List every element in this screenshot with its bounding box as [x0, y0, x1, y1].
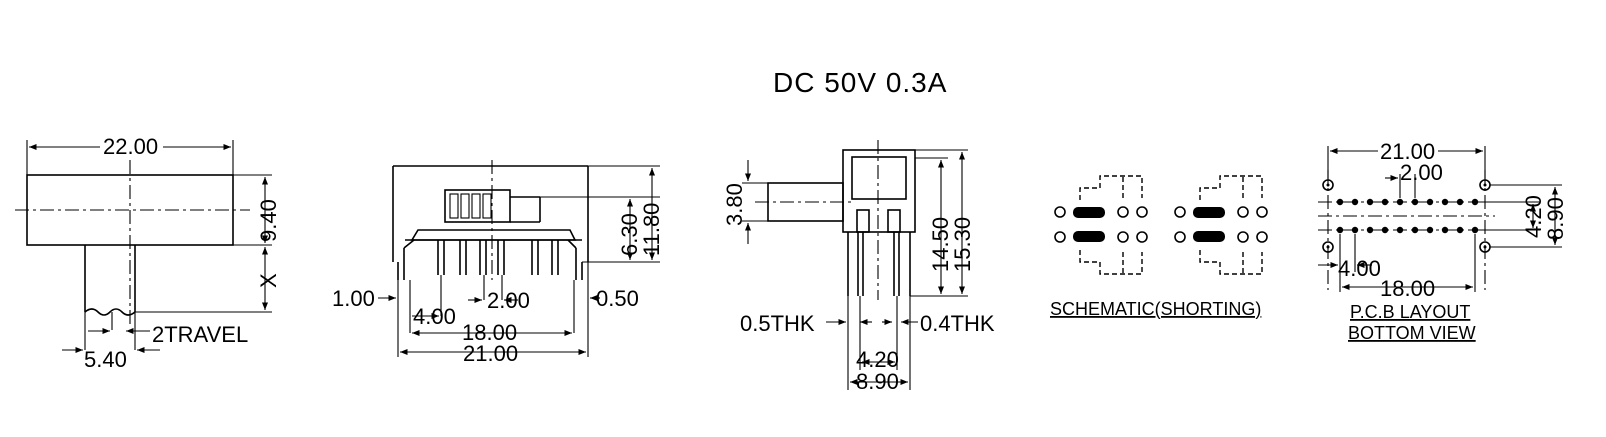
pcb-dim-spacing: 4.00 — [1338, 256, 1381, 281]
rating-title: DC 50V 0.3A — [773, 67, 947, 98]
dim-thk-left: 0.5THK — [740, 311, 815, 336]
dim-overall: 21.00 — [463, 341, 518, 366]
pcb-caption-view: BOTTOM VIEW — [1348, 323, 1476, 343]
pcb-dim-inner: 18.00 — [1380, 276, 1435, 301]
dim-stem: 5.40 — [84, 347, 127, 372]
pcb-layout — [1318, 146, 1562, 292]
dim-travel: 2TRAVEL — [152, 322, 248, 347]
schematic-caption: SCHEMATIC(SHORTING) — [1050, 299, 1261, 319]
dim-height: 9.40 — [256, 199, 281, 242]
view-side — [742, 140, 968, 390]
dim-h2-side: 15.30 — [950, 217, 975, 272]
view-side-actuator — [15, 140, 272, 354]
dim-h1-side: 14.50 — [928, 217, 953, 272]
dim-width: 22.00 — [103, 134, 158, 159]
pcb-dim-h1: 4.20 — [1521, 195, 1546, 238]
dim-small-pitch: 2.00 — [487, 288, 530, 313]
pcb-dim-pitch: 2.00 — [1400, 160, 1443, 185]
dim-inner: 18.00 — [462, 320, 517, 345]
dim-pitch: 4.00 — [413, 304, 456, 329]
dim-knob: 3.80 — [722, 183, 747, 226]
pcb-dim-width: 21.00 — [1380, 139, 1435, 164]
dim-left-gap: 1.00 — [332, 286, 375, 311]
pcb-dim-h2: 8.90 — [1543, 197, 1568, 240]
dim-thk-right: 0.4THK — [920, 311, 995, 336]
dim-h2: 11.80 — [639, 203, 664, 256]
dim-x: X — [256, 273, 281, 288]
dim-w2: 8.90 — [856, 369, 899, 394]
dim-right-gap: 0.50 — [596, 286, 639, 311]
view-front — [378, 160, 660, 357]
dim-h1: 6.30 — [617, 213, 642, 256]
dim-w1: 4.20 — [856, 347, 899, 372]
schematic-diagram — [1054, 175, 1268, 275]
pcb-caption-layout: P.C.B LAYOUT — [1350, 302, 1470, 322]
